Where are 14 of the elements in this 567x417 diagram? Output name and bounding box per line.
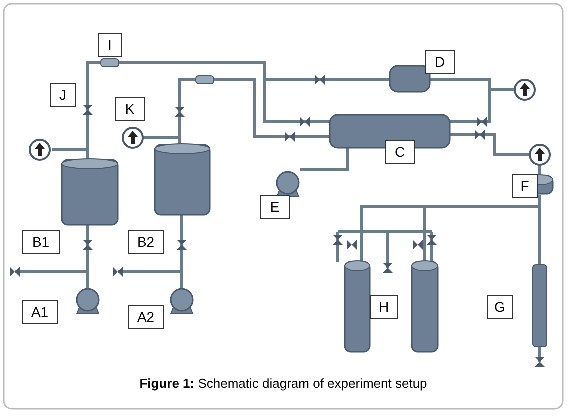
callout-letter: B2 (128, 230, 164, 254)
callout-letter: I (98, 33, 122, 57)
callout-letter: G (487, 295, 513, 319)
callout-letter: J (50, 83, 76, 107)
callout-letter: F (512, 174, 538, 198)
figure-caption: Figure 1: Schematic diagram of experiment setup (138, 376, 428, 391)
callout-letter: D (425, 50, 455, 74)
callout-letter: A1 (22, 300, 58, 324)
callout-letter: C (385, 140, 415, 164)
callout-letter: E (260, 195, 290, 219)
callout-letter: A2 (128, 305, 164, 329)
callout-letter: K (115, 97, 145, 121)
callout-letter: B1 (22, 230, 60, 254)
callout-letter: H (370, 295, 398, 319)
